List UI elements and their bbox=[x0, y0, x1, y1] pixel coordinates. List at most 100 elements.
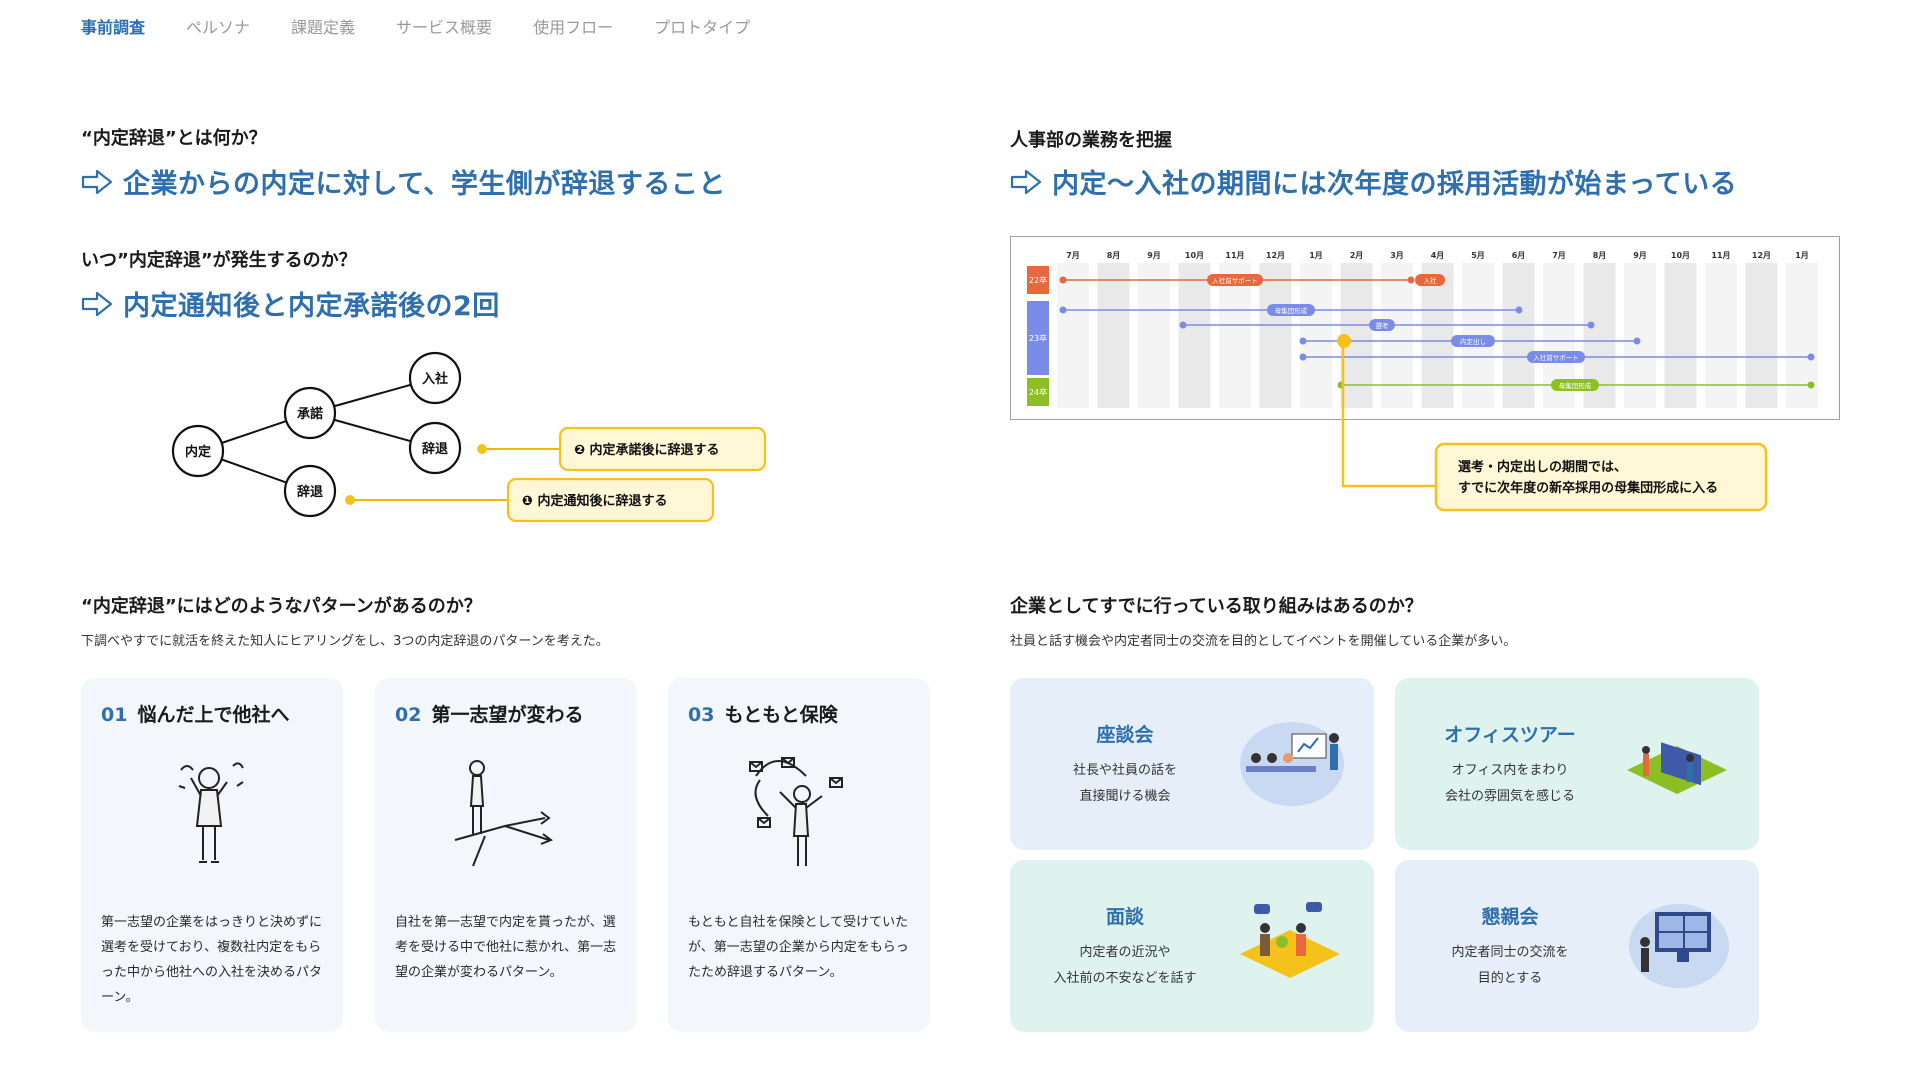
nav-tab-persona[interactable]: ペルソナ bbox=[186, 18, 251, 37]
timeline-month-column bbox=[1664, 263, 1697, 408]
answer-hr: 内定〜入社の期間には次年度の採用活動が始まっている bbox=[1010, 162, 1737, 201]
pattern-text: 第一志望の企業をはっきりと決めずに選考を受けており、複数社内定をもらった中から他… bbox=[101, 915, 323, 1005]
answer-text: 企業からの内定に対して、学生側が辞退すること bbox=[123, 169, 726, 200]
timeline-month-column bbox=[1300, 263, 1332, 408]
bar-label: 母集団形成 bbox=[1275, 306, 1308, 315]
timeline-month-column bbox=[1138, 263, 1170, 408]
tree-node-nyusha: 入社 bbox=[422, 371, 448, 387]
initiative-text: 内定者同士の交流を bbox=[1451, 945, 1569, 960]
pattern-card-3: 03 もともと保険 もともと自社を保険として受けていたが、第一志望の企業から内定を… bbox=[668, 678, 930, 1032]
answer-text: 内定〜入社の期間には次年度の採用活動が始まっている bbox=[1052, 169, 1738, 200]
initiative-text: 直接聞ける機会 bbox=[1079, 789, 1171, 804]
timeline-month-column bbox=[1057, 263, 1089, 408]
year-badge-22: 22卒 bbox=[1029, 275, 1047, 285]
answer-when-jitai: 内定通知後と内定承諾後の2回 bbox=[81, 284, 500, 323]
nav-tab-service[interactable]: サービス概要 bbox=[396, 18, 493, 37]
answer-text: 内定通知後と内定承諾後の2回 bbox=[123, 291, 500, 322]
pattern-title: もともと保険 bbox=[724, 704, 838, 726]
juggling-letters-icon bbox=[749, 757, 843, 866]
initiative-title: オフィスツアー bbox=[1444, 724, 1576, 746]
initiative-text: 目的とする bbox=[1477, 971, 1543, 986]
timeline-month-column bbox=[1178, 263, 1211, 408]
initiative-title: 座談会 bbox=[1096, 724, 1154, 746]
timeline-month-column bbox=[1219, 263, 1251, 408]
question-when-jitai: いつ”内定辞退”が発生するのか？ bbox=[81, 250, 357, 271]
pattern-text: もともと自社を保険として受けていたが、第一志望の企業から内定をもらったため辞退す… bbox=[688, 915, 909, 980]
timeline-month-label: 7月 bbox=[1552, 251, 1566, 260]
answer-what-is-jitai: 企業からの内定に対して、学生側が辞退すること bbox=[81, 162, 726, 201]
timeline-callout-line1: 選考・内定出しの期間では、 bbox=[1458, 459, 1627, 475]
timeline-month-column bbox=[1705, 263, 1737, 408]
initiative-text: 社長や社員の話を bbox=[1072, 763, 1177, 778]
timeline-month-label: 3月 bbox=[1390, 251, 1404, 260]
timeline-month-label: 7月 bbox=[1066, 251, 1080, 260]
timeline-month-label: 9月 bbox=[1147, 251, 1161, 260]
tree-node-jitai-lower: 辞退 bbox=[297, 484, 323, 500]
tree-node-jitai-upper: 辞退 bbox=[422, 441, 448, 457]
pattern-number: 03 bbox=[688, 704, 715, 726]
pattern-card-2: 02 第一志望が変わる 自社を第一志望で内定を貰ったが、選考を受ける中で他社に惹か… bbox=[375, 678, 637, 1032]
office-tour-illustration-icon bbox=[1627, 742, 1727, 794]
question-initiatives: 企業としてすでに行っている取り組みはあるのか？ bbox=[1010, 596, 1423, 617]
timeline-month-label: 12月 bbox=[1266, 251, 1285, 260]
initiative-text: オフィス内をまわり bbox=[1451, 763, 1569, 778]
pattern-title: 第一志望が変わる bbox=[431, 704, 584, 726]
outline-arrow-icon bbox=[81, 169, 113, 194]
timeline-month-label: 1月 bbox=[1795, 251, 1809, 260]
tree-node-shoudaku: 承諾 bbox=[297, 406, 323, 422]
question-patterns: “内定辞退”にはどのようなパターンがあるのか？ bbox=[81, 596, 482, 617]
nav-tab-flow[interactable]: 使用フロー bbox=[533, 18, 614, 37]
timeline-month-label: 10月 bbox=[1671, 251, 1690, 260]
initiative-card-zadankai: 座談会 社長や社員の話を直接聞ける機会 bbox=[1010, 678, 1374, 850]
timeline-month-label: 9月 bbox=[1633, 251, 1647, 260]
meeting-illustration-icon bbox=[1240, 722, 1344, 806]
initiative-title: 面談 bbox=[1105, 906, 1144, 928]
initiative-card-konshinkai: 懇親会 内定者同士の交流を目的とする bbox=[1395, 860, 1759, 1032]
timeline-month-label: 11月 bbox=[1711, 251, 1730, 260]
timeline-month-column bbox=[1421, 263, 1454, 408]
pattern-number: 01 bbox=[101, 704, 128, 726]
outline-arrow-icon bbox=[1010, 169, 1042, 194]
timeline-month-column bbox=[1745, 263, 1778, 408]
timeline-month-column bbox=[1381, 263, 1413, 408]
nav-tab-problem[interactable]: 課題定義 bbox=[291, 18, 356, 37]
initiative-title: 懇親会 bbox=[1481, 906, 1539, 928]
year-badge-24: 24卒 bbox=[1029, 387, 1047, 397]
timeline-callout-line2: すでに次年度の新卒採用の母集団形成に入る bbox=[1458, 480, 1718, 496]
initiative-text: 入社前の不安などを話す bbox=[1053, 971, 1197, 986]
outline-arrow-icon bbox=[81, 291, 113, 316]
callout-after-acceptance: ❷ 内定承諾後に辞退する bbox=[574, 442, 720, 458]
question-what-is-jitai: “内定辞退”とは何か？ bbox=[81, 128, 267, 149]
bar-label: 母集団形成 bbox=[1559, 381, 1592, 390]
decision-tree-diagram: 内定 承諾 入社 辞退 辞退 ❷ 内定承諾後に辞退する ❶ 内定通知後に辞退する bbox=[171, 351, 767, 523]
timeline-month-column bbox=[1624, 263, 1656, 408]
bar-label: 選考 bbox=[1376, 321, 1390, 330]
timeline-month-label: 1月 bbox=[1309, 251, 1323, 260]
initiative-card-office-tour: オフィスツアー オフィス内をまわり会社の雰囲気を感じる bbox=[1395, 678, 1759, 850]
nav-tab-prototype[interactable]: プロトタイプ bbox=[654, 18, 751, 37]
bar-label: 入社 bbox=[1424, 276, 1438, 285]
pattern-text: 自社を第一志望で内定を貰ったが、選考を受ける中で他社に惹かれ、第一志望の企業が変… bbox=[395, 915, 617, 980]
pattern-number: 02 bbox=[395, 704, 422, 726]
online-party-illustration-icon bbox=[1629, 904, 1729, 988]
callout-after-notice: ❶ 内定通知後に辞退する bbox=[522, 493, 668, 509]
year-badge-23: 23卒 bbox=[1029, 333, 1047, 343]
initiative-text: 内定者の近況や bbox=[1079, 945, 1171, 960]
pattern-title: 悩んだ上で他社へ bbox=[137, 704, 290, 726]
timeline-month-label: 4月 bbox=[1431, 251, 1445, 260]
interview-illustration-icon bbox=[1240, 902, 1340, 978]
section-hr-title: 人事部の業務を把握 bbox=[1010, 130, 1172, 151]
timeline-month-column bbox=[1259, 263, 1292, 408]
timeline-month-label: 11月 bbox=[1225, 251, 1244, 260]
bar-label: 入社前サポート bbox=[1533, 353, 1579, 362]
top-nav: 事前調査 ペルソナ 課題定義 サービス概要 使用フロー プロトタイプ bbox=[81, 14, 750, 38]
nav-tab-research[interactable]: 事前調査 bbox=[81, 18, 146, 37]
timeline-month-label: 6月 bbox=[1512, 251, 1526, 260]
patterns-description: 下調べやすでに就活を終えた知人にヒアリングをし、3つの内定辞退のパターンを考えた… bbox=[81, 634, 609, 649]
tree-node-naitei: 内定 bbox=[185, 444, 211, 460]
crossroad-person-icon bbox=[454, 760, 554, 867]
initiative-card-mendan: 面談 内定者の近況や入社前の不安などを話す bbox=[1010, 860, 1374, 1032]
timeline-month-label: 8月 bbox=[1107, 251, 1121, 260]
